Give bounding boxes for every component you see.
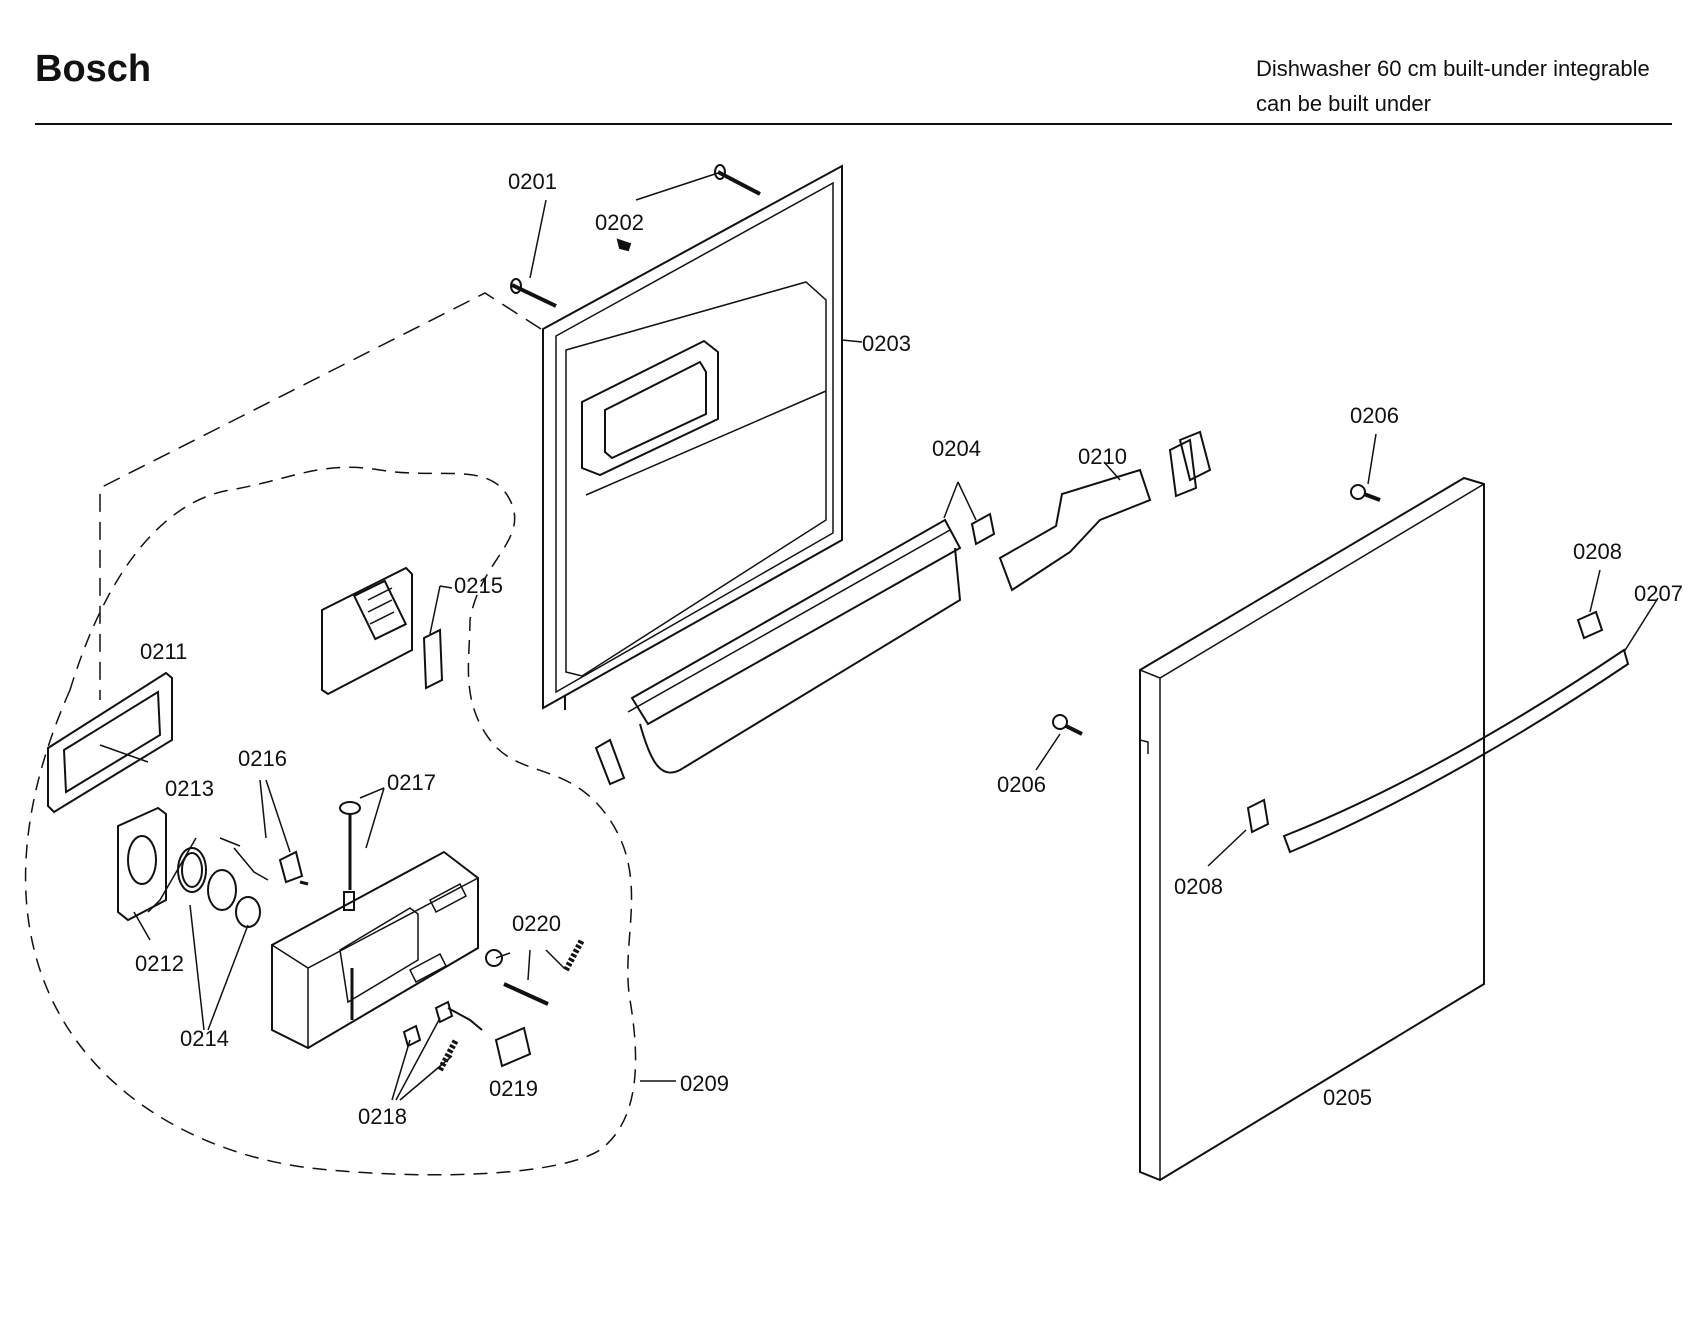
callout-0209: 0209 bbox=[680, 1071, 729, 1096]
panel-screws bbox=[1035, 433, 1381, 771]
callout-0208-left: 0208 bbox=[1174, 874, 1223, 899]
callout-0206-top: 0206 bbox=[1350, 403, 1399, 428]
callout-0215: 0215 bbox=[454, 573, 503, 598]
description-line-1: Dishwasher 60 cm built-under integrable bbox=[1256, 56, 1650, 81]
header-divider bbox=[35, 123, 1672, 125]
callout-0214: 0214 bbox=[180, 1026, 229, 1051]
callout-0216: 0216 bbox=[238, 746, 287, 771]
inner-door-panel bbox=[542, 164, 843, 710]
door-handle bbox=[1207, 569, 1659, 867]
brand-title: Bosch bbox=[35, 48, 152, 90]
callout-0203: 0203 bbox=[862, 331, 911, 356]
callout-0208-right: 0208 bbox=[1573, 539, 1622, 564]
display-frame bbox=[47, 671, 173, 814]
diagram-description: Dishwasher 60 cm built-under integrable … bbox=[1256, 51, 1650, 121]
callout-0204: 0204 bbox=[932, 436, 981, 461]
sensor-components bbox=[117, 779, 385, 1031]
callout-0217: 0217 bbox=[387, 770, 436, 795]
dashed-reference-lines bbox=[99, 292, 542, 700]
door-screws bbox=[510, 164, 761, 308]
door-trim-strip bbox=[594, 481, 996, 786]
callout-0213: 0213 bbox=[165, 776, 214, 801]
callout-0206-left: 0206 bbox=[997, 772, 1046, 797]
callout-0210: 0210 bbox=[1078, 444, 1127, 469]
callout-0211: 0211 bbox=[140, 639, 188, 664]
control-module-housing bbox=[271, 850, 479, 1050]
callout-0220: 0220 bbox=[512, 911, 561, 936]
control-module-boundary bbox=[24, 466, 637, 1176]
callout-0219: 0219 bbox=[489, 1076, 538, 1101]
callout-0212: 0212 bbox=[135, 951, 184, 976]
window-bracket bbox=[321, 566, 453, 696]
switch-components bbox=[391, 938, 585, 1101]
callout-0205: 0205 bbox=[1323, 1085, 1372, 1110]
door-hinge-bracket bbox=[998, 430, 1212, 592]
callout-0201: 0201 bbox=[508, 169, 557, 194]
callout-0202: 0202 bbox=[595, 210, 644, 235]
callout-0207: 0207 bbox=[1634, 581, 1683, 606]
decor-front-panel bbox=[1139, 476, 1485, 1182]
callout-0218: 0218 bbox=[358, 1104, 407, 1129]
description-line-2: can be built under bbox=[1256, 91, 1431, 116]
